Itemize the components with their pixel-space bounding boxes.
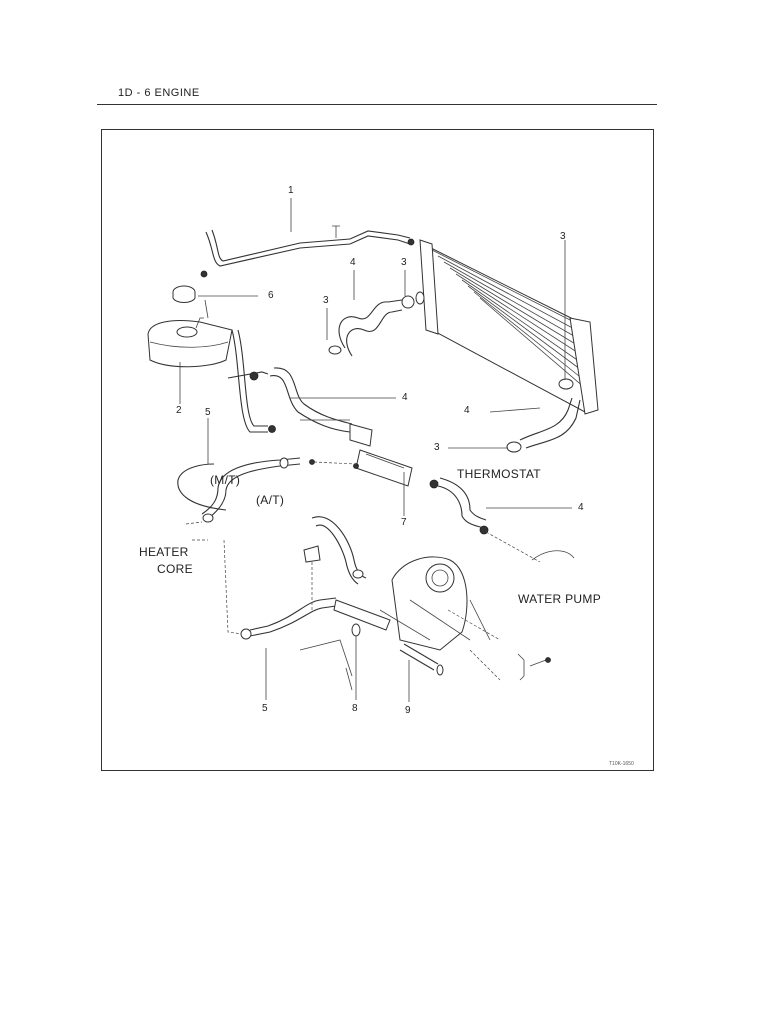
callout-4-upper: 4 xyxy=(350,257,356,268)
callout-4-middle: 4 xyxy=(402,392,408,403)
upper-radiator-hose xyxy=(328,291,425,357)
header-rule xyxy=(97,104,657,105)
bypass-hose xyxy=(399,643,444,676)
callout-3-upper: 3 xyxy=(401,257,407,268)
reservoir-cap xyxy=(172,285,258,303)
label-heater: HEATER xyxy=(139,545,189,559)
middle-hose xyxy=(269,367,373,447)
callout-6: 6 xyxy=(268,290,274,301)
reservoir-tank xyxy=(147,270,233,368)
callout-4-lower: 4 xyxy=(464,405,470,416)
label-thermostat: THERMOSTAT xyxy=(457,467,541,481)
callout-3-thermostat: 3 xyxy=(434,442,440,453)
callout-1: 1 xyxy=(288,185,294,196)
reservoir-hoses xyxy=(227,329,276,433)
leader-lines xyxy=(179,198,572,702)
radiator xyxy=(419,239,599,415)
callout-8: 8 xyxy=(352,703,358,714)
bracket-bolt xyxy=(517,653,551,681)
callout-3-left: 3 xyxy=(323,295,329,306)
callout-5-lower: 5 xyxy=(262,703,268,714)
callout-7: 7 xyxy=(401,517,407,528)
pump-inlet-hose xyxy=(303,516,367,612)
label-manual-transmission: (M/T) xyxy=(210,473,241,487)
callout-5-upper: 5 xyxy=(205,407,211,418)
thermostat-housing xyxy=(309,449,413,487)
lower-radiator-hose xyxy=(506,378,581,453)
callout-9: 9 xyxy=(405,705,411,716)
page-header: 1D - 6 ENGINE xyxy=(118,87,200,99)
label-water-pump: WATER PUMP xyxy=(518,592,601,606)
diagram-code: T10K-1650 xyxy=(609,761,634,767)
callout-3-radiator: 3 xyxy=(560,231,566,242)
callout-2: 2 xyxy=(176,405,182,416)
overflow-hose xyxy=(205,225,415,267)
lower-heater-hose xyxy=(240,597,391,691)
water-pump-hose xyxy=(429,477,575,563)
water-pump-body xyxy=(379,556,501,681)
heater-hoses xyxy=(177,457,301,635)
callout-4-pump: 4 xyxy=(578,502,584,513)
diagram-frame xyxy=(101,129,654,771)
label-core: CORE xyxy=(157,562,193,576)
label-automatic-transmission: (A/T) xyxy=(256,493,285,507)
